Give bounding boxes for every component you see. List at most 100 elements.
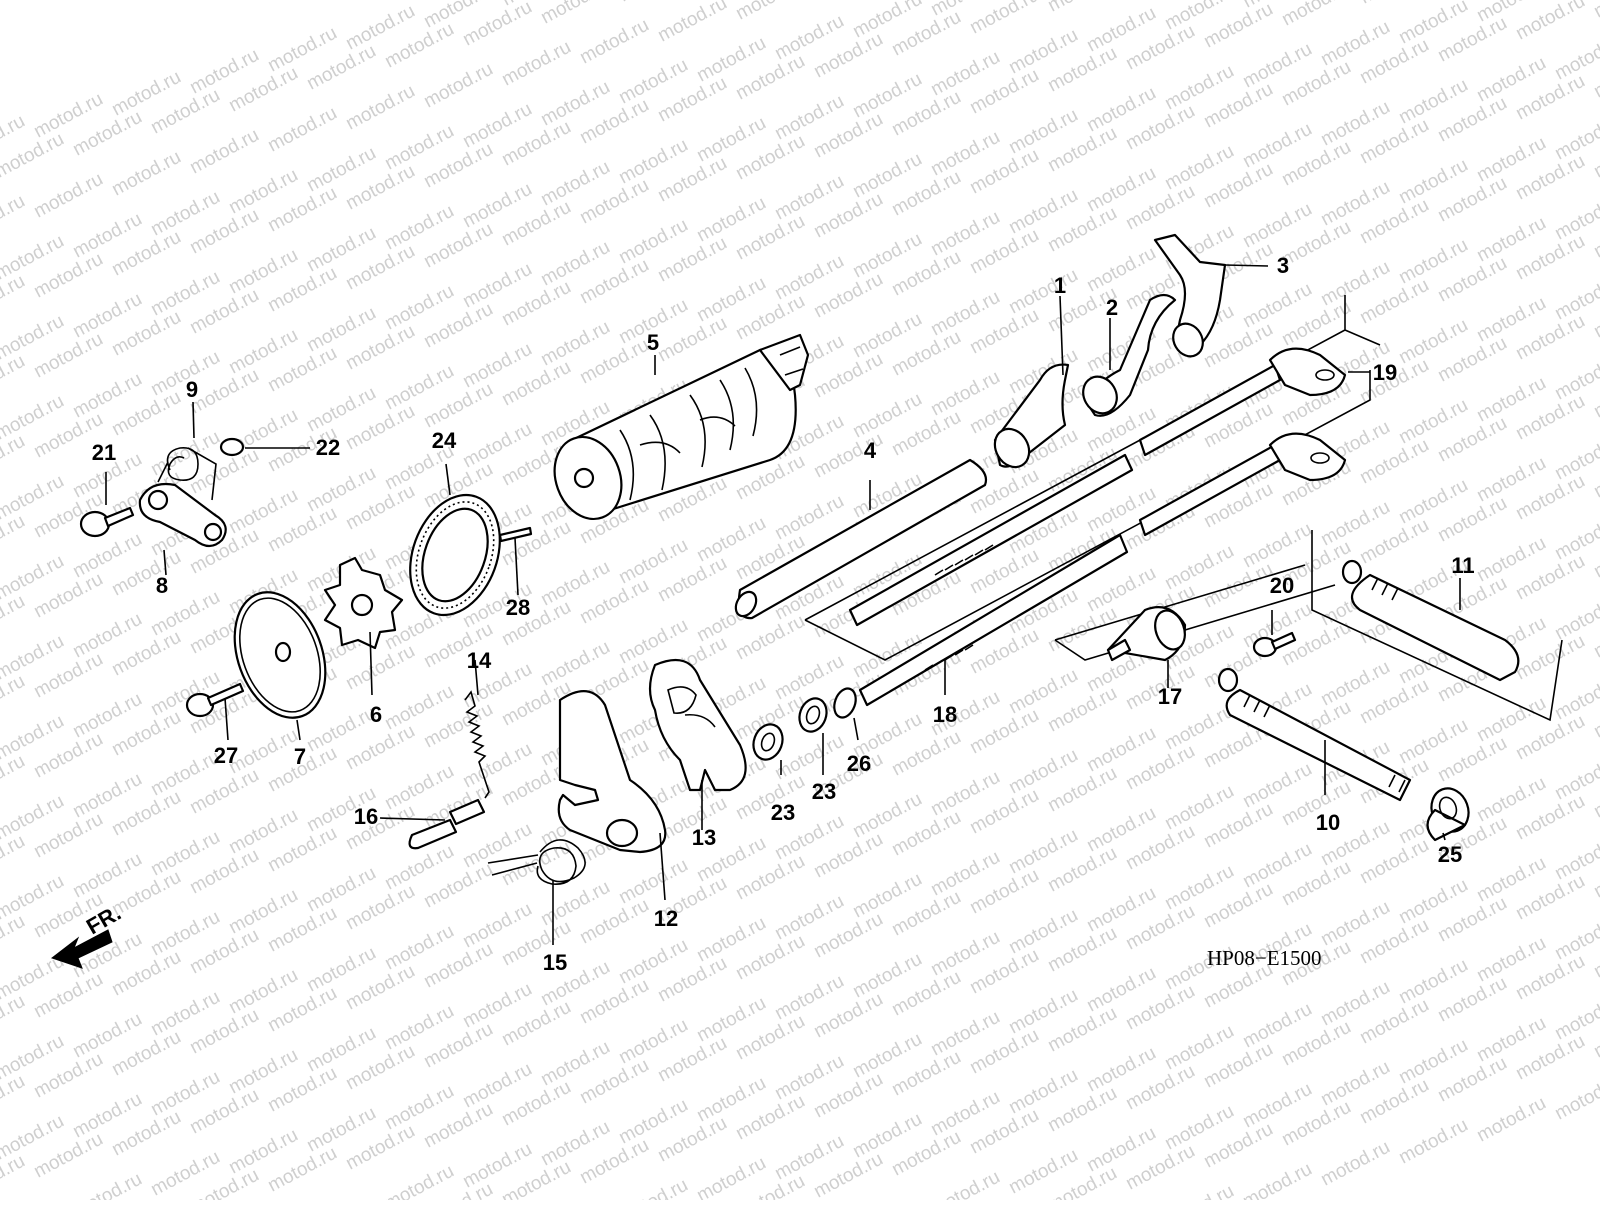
callout-19: 19 [1373, 360, 1397, 385]
callout-21: 21 [92, 440, 116, 465]
watermark-text: motod.ru [0, 191, 29, 245]
watermark-text: motod.ru [0, 511, 29, 565]
watermark-text: motod.ru [615, 1175, 691, 1200]
watermark-text: motod.ru [576, 15, 652, 69]
watermark-text: motod.ru [0, 1071, 29, 1125]
watermark-text: motod.ru [1239, 1159, 1315, 1200]
shaft-11-part [1311, 530, 1563, 722]
bearing-25-part [1426, 787, 1470, 842]
callout-9: 9 [186, 377, 198, 402]
guide-plate-part [648, 658, 747, 792]
gearshift-spindle-part [804, 295, 1381, 707]
callout-labels: 1 2 3 4 5 6 7 8 9 10 11 12 13 14 15 16 1… [82, 253, 1475, 975]
watermark-text: motod.ru [0, 591, 29, 645]
washer-23b-part [798, 697, 828, 733]
watermark-text: motod.ru [0, 271, 29, 325]
watermark-text: motod.ru [1473, 1093, 1549, 1147]
watermark-text: motod.ru [0, 991, 29, 1045]
diagram-code: HP08−E1500 [1207, 946, 1322, 970]
watermark-text: motod.ru [810, 0, 886, 2]
watermark-text: motod.ru [0, 1151, 29, 1200]
callout-16: 16 [354, 804, 378, 829]
watermark-text: motod.ru [342, 81, 418, 135]
watermark-text: motod.ru [1395, 1115, 1471, 1169]
plate-7-part [233, 591, 327, 719]
watermark-text: motod.ru [0, 831, 29, 885]
watermark-text: motod.ru [1356, 0, 1432, 8]
watermark-text: motod.ru [0, 911, 29, 965]
shift-arm-part [557, 690, 667, 854]
callout-25: 25 [1438, 842, 1462, 867]
watermark-text: motod.ru [732, 0, 808, 24]
watermark-text: motod.ru [381, 1161, 457, 1200]
shaft-10-part [1217, 667, 1412, 802]
callout-23b: 23 [812, 779, 836, 804]
circlip-26-part [833, 687, 857, 719]
watermark-text: motod.ru [654, 0, 730, 46]
callout-8: 8 [156, 573, 168, 598]
bolt-20-part [1252, 631, 1297, 658]
callout-28: 28 [506, 595, 530, 620]
watermark-text: motod.ru [420, 59, 496, 113]
watermark-text: motod.ru [0, 751, 29, 805]
watermark-text: motod.ru [30, 169, 106, 223]
pin-16-part [408, 798, 486, 850]
callout-6: 6 [370, 702, 382, 727]
shift-drum-part [553, 333, 810, 521]
callout-11: 11 [1451, 553, 1474, 578]
bolt-27-part [185, 682, 245, 718]
watermark-text: motod.ru [264, 103, 340, 157]
spring-14-part [464, 690, 490, 799]
parts-layer [50, 233, 1563, 969]
callout-18: 18 [933, 702, 957, 727]
callout-13: 13 [692, 825, 716, 850]
watermark-text: motod.ru [1161, 1181, 1237, 1200]
washer-23a-part [752, 723, 784, 761]
callout-12: 12 [654, 906, 678, 931]
callout-10: 10 [1316, 810, 1340, 835]
leader-lines [105, 264, 1461, 945]
callout-20: 20 [1270, 573, 1294, 598]
dowel-pin-part [498, 526, 533, 543]
watermark-text: motod.ru [1512, 0, 1588, 44]
bolt-21-part [79, 506, 135, 538]
front-direction-arrow-icon [50, 929, 113, 969]
callout-1: 1 [1054, 273, 1066, 298]
stopper-arm-part [138, 447, 227, 548]
callout-27: 27 [214, 743, 238, 768]
callout-22: 22 [316, 435, 340, 460]
watermark-text: motod.ru [186, 125, 262, 179]
watermark-text: motod.ru [1278, 0, 1354, 30]
callout-23a: 23 [771, 800, 795, 825]
fork-shaft-part [734, 458, 988, 620]
watermark-text: motod.ru [927, 1167, 1003, 1200]
callout-7: 7 [294, 744, 306, 769]
callout-14: 14 [467, 648, 492, 673]
washer-22-part [219, 437, 245, 457]
watermark-text: motod.ru [1590, 0, 1600, 22]
bearing-part [409, 493, 501, 617]
watermark-text: motod.ru [0, 431, 29, 485]
callout-15: 15 [543, 950, 567, 975]
callout-17: 17 [1158, 684, 1182, 709]
shift-arm-17-part [1054, 564, 1336, 662]
watermark-text: motod.ru [498, 37, 574, 91]
watermark-text: motod.ru [0, 351, 29, 405]
callout-24: 24 [432, 428, 457, 453]
watermark-text: motod.ru [537, 0, 613, 28]
callout-3: 3 [1277, 253, 1289, 278]
callout-5: 5 [647, 330, 659, 355]
watermark-text: motod.ru [69, 1169, 145, 1200]
watermark-text: motod.ru [108, 147, 184, 201]
watermark-text: motod.ru [1044, 0, 1120, 16]
callout-2: 2 [1106, 295, 1118, 320]
watermark-text: motod.ru [615, 0, 691, 6]
watermark-text: motod.ru [966, 0, 1042, 38]
callout-4: 4 [864, 438, 877, 463]
spring-15-part [487, 839, 586, 885]
callout-26: 26 [847, 751, 871, 776]
watermark-text: motod.ru [1551, 1071, 1600, 1125]
watermark-text: motod.ru [1317, 1137, 1393, 1191]
watermark-text: motod.ru [0, 671, 29, 725]
